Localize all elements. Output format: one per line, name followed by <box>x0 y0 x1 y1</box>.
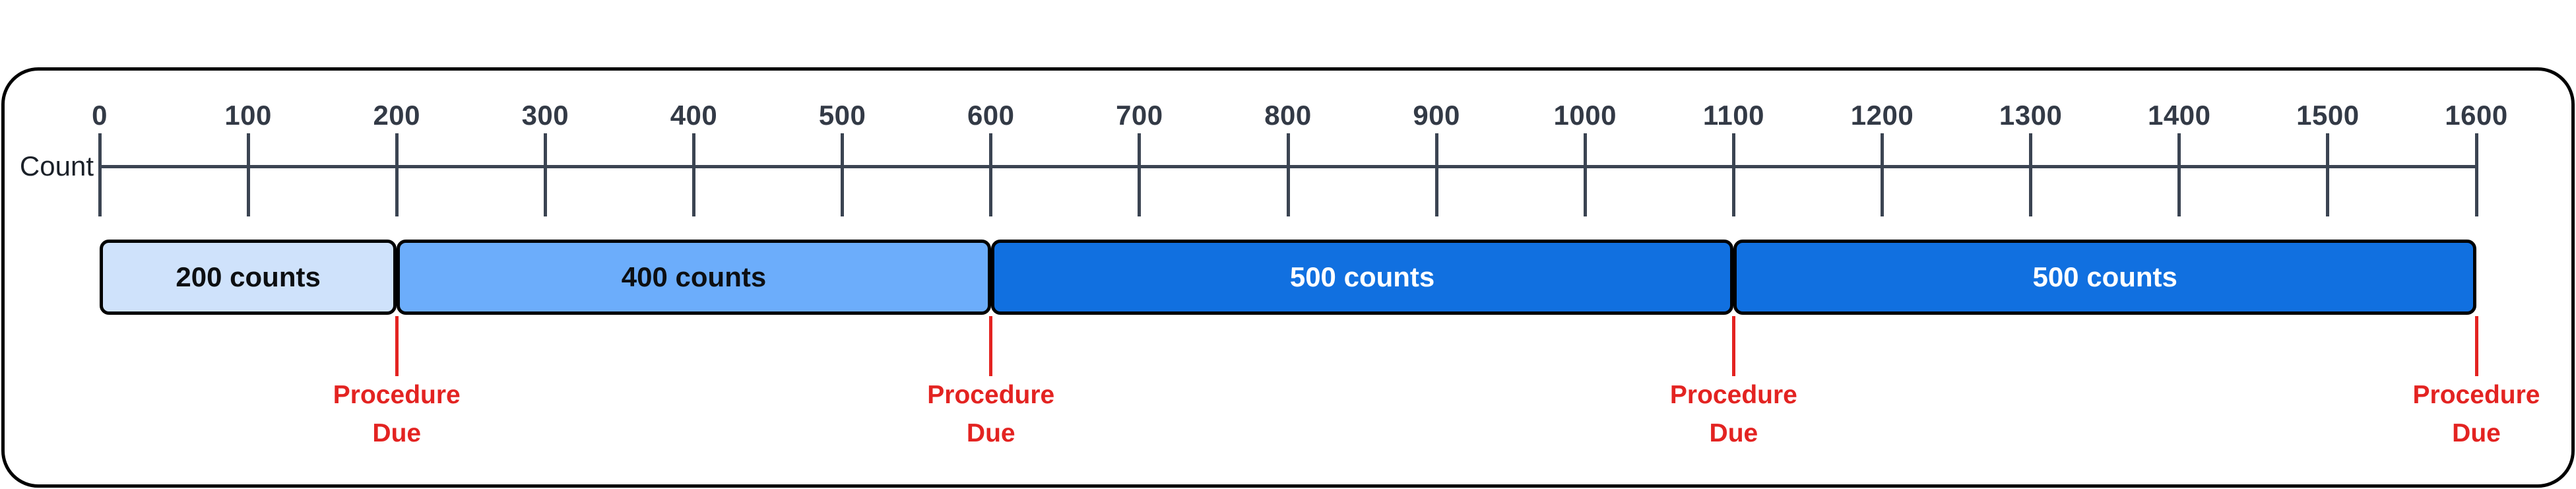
axis-tick-label: 1300 <box>1999 100 2063 131</box>
axis-tick-label: 300 <box>521 100 569 131</box>
segment-label: 400 counts <box>621 261 767 292</box>
axis-tick-label: 1000 <box>1553 100 1617 131</box>
axis-tick-label: 400 <box>670 100 718 131</box>
timeline-segment: 400 counts <box>397 240 991 315</box>
procedure-due-marker-line <box>395 316 399 376</box>
procedure-due-label: Procedure Due <box>2412 381 2540 447</box>
axis-tick-label: 500 <box>818 100 866 131</box>
axis-tick <box>2326 133 2330 216</box>
axis-tick <box>2029 133 2033 216</box>
timeline-segment: 500 counts <box>1733 240 2476 315</box>
axis-tick-label: 1100 <box>1702 100 1764 131</box>
segment-label: 200 counts <box>176 261 321 292</box>
axis-tick <box>989 133 993 216</box>
timeline-segment: 500 counts <box>990 240 1734 315</box>
axis-tick-label: 0 <box>92 100 108 131</box>
axis-tick-label: 1500 <box>2296 100 2360 131</box>
axis-tick <box>98 133 102 216</box>
axis-tick <box>692 133 695 216</box>
axis-tick <box>1583 133 1587 216</box>
axis-tick-label: 200 <box>373 100 421 131</box>
procedure-due-marker-line <box>2474 316 2478 376</box>
segment-label: 500 counts <box>1289 261 1435 292</box>
axis-tick <box>2474 133 2478 216</box>
axis-tick <box>543 133 547 216</box>
axis-tick <box>2177 133 2181 216</box>
axis-tick-label: 100 <box>224 100 272 131</box>
axis-tick <box>1731 133 1735 216</box>
axis-tick-label: 1600 <box>2445 100 2508 131</box>
procedure-due-marker-line <box>1731 316 1735 376</box>
procedure-due-marker-line <box>989 316 993 376</box>
procedure-due-label: Procedure Due <box>1669 381 1797 447</box>
axis-tick-label: 1400 <box>2148 100 2211 131</box>
axis-tick <box>246 133 250 216</box>
axis-title: Count <box>19 150 94 181</box>
axis-tick <box>1138 133 1142 216</box>
procedure-due-label: Procedure Due <box>927 381 1055 447</box>
axis-tick <box>395 133 399 216</box>
axis-tick-label: 700 <box>1116 100 1163 131</box>
timeline-segment: 200 counts <box>100 240 397 315</box>
axis-tick <box>1434 133 1438 216</box>
segment-label: 500 counts <box>2032 261 2177 292</box>
axis-tick <box>1881 133 1884 216</box>
procedure-due-label: Procedure Due <box>333 381 461 447</box>
axis-tick-label: 900 <box>1413 100 1460 131</box>
axis-tick-label: 600 <box>967 100 1015 131</box>
axis-tick-label: 1200 <box>1850 100 1914 131</box>
axis-tick-label: 800 <box>1264 100 1312 131</box>
axis-tick <box>841 133 845 216</box>
axis-tick <box>1286 133 1290 216</box>
